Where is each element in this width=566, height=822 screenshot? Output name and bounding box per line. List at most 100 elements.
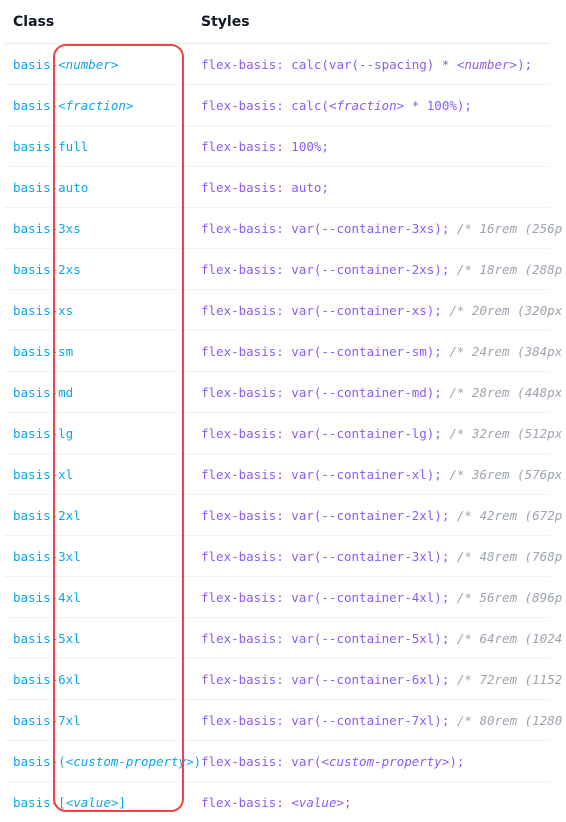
style-cell: flex-basis: var(--container-xs); /* 20re… [201,303,562,318]
class-prefix-text: basis- [13,97,59,113]
class-cell: basis-5xl [5,631,201,646]
class-prefix-text: basis-xl [13,466,74,482]
style-prefix-text: flex-basis: var(--container-4xl); [201,589,450,605]
class-prefix-text: basis- [13,56,59,72]
class-cell: basis-full [5,139,201,154]
style-suffix-text: ); [517,56,533,72]
class-prefix-text: basis-7xl [13,712,81,728]
class-prefix-text: basis-2xl [13,507,81,523]
style-prefix-text: flex-basis: var(--container-3xl); [201,548,450,564]
style-comment-text: /* 16rem (256p [449,220,563,236]
class-column-header: Class [13,13,55,30]
table-row: basis-3xl flex-basis: var(--container-3xl… [5,536,562,577]
style-comment-text: /* 56rem (896p [449,589,563,605]
style-comment-text: /* 64rem (1024 [449,630,563,646]
style-prefix-text: flex-basis: calc(var(--spacing) * [201,56,457,72]
style-arg-text: <number> [456,56,518,72]
table-row: basis-(<custom-property>)flex-basis: var… [5,741,550,782]
class-prefix-text: basis-xs [13,302,74,318]
class-arg-text: <number> [58,56,119,72]
class-suffix-text: ] [118,794,126,810]
style-comment-text: /* 72rem (1152 [449,671,563,687]
class-cell: basis-[<value>] [5,795,201,810]
class-cell: basis-7xl [5,713,201,728]
style-cell: flex-basis: var(--container-2xl); /* 42r… [201,508,562,523]
style-arg-text: <fraction> [328,97,405,113]
class-prefix-text: basis-4xl [13,589,81,605]
class-suffix-text: ) [193,753,202,769]
style-cell: flex-basis: var(--container-sm); /* 24re… [201,344,562,359]
class-cell: basis-2xl [5,508,201,523]
style-prefix-text: flex-basis: var(--container-md); [201,384,442,400]
style-comment-text: /* 36rem (576px [441,466,563,482]
style-cell: flex-basis: 100%; [201,139,550,154]
table-row: basis-4xl flex-basis: var(--container-4xl… [5,577,562,618]
table-row: basis-xs flex-basis: var(--container-xs);… [5,290,562,331]
class-prefix-text: basis-3xl [13,548,81,564]
class-prefix-text: basis-( [13,753,66,769]
style-suffix-text: * 100%); [404,97,472,113]
table-row: basis-7xl flex-basis: var(--container-7xl… [5,700,562,741]
style-prefix-text: flex-basis: var(--container-3xs); [201,220,450,236]
utility-table: Class Styles basis-<number>flex-basis: c… [5,0,562,822]
style-cell: flex-basis: var(--container-7xl); /* 80r… [201,713,562,728]
table-row: basis-3xs flex-basis: var(--container-3xs… [5,208,562,249]
class-prefix-text: basis-full [13,138,89,154]
class-cell: basis-3xs [5,221,201,236]
class-cell: basis-lg [5,426,201,441]
table-header: Class Styles [5,0,550,44]
style-comment-text: /* 80rem (1280 [449,712,563,728]
style-prefix-text: flex-basis: var(--container-2xs); [201,261,450,277]
style-prefix-text: flex-basis: var(--container-lg); [201,425,442,441]
class-arg-text: <value> [65,794,119,810]
class-prefix-text: basis-3xs [13,220,81,236]
class-cell: basis-4xl [5,590,201,605]
style-cell: flex-basis: <value>; [201,795,550,810]
style-prefix-text: flex-basis: 100%; [201,138,329,154]
class-cell: basis-3xl [5,549,201,564]
style-cell: flex-basis: var(<custom-property>); [201,754,550,769]
style-cell: flex-basis: calc(var(--spacing) * <numbe… [201,57,550,72]
style-prefix-text: flex-basis: calc( [201,97,329,113]
style-prefix-text: flex-basis: var(--container-2xl); [201,507,450,523]
style-cell: flex-basis: var(--container-6xl); /* 72r… [201,672,562,687]
class-cell: basis-(<custom-property>) [5,754,201,769]
style-cell: flex-basis: var(--container-2xs); /* 18r… [201,262,562,277]
style-prefix-text: flex-basis: [201,794,292,810]
class-cell: basis-auto [5,180,201,195]
table-row: basis-<number>flex-basis: calc(var(--spa… [5,44,550,85]
style-prefix-text: flex-basis: var( [201,753,322,769]
style-prefix-text: flex-basis: var(--container-6xl); [201,671,450,687]
table-row: basis-[<value>]flex-basis: <value>; [5,782,550,822]
style-comment-text: /* 20rem (320px [441,302,563,318]
class-prefix-text: basis-[ [13,794,66,810]
style-cell: flex-basis: var(--container-3xs); /* 16r… [201,221,562,236]
table-row: basis-2xs flex-basis: var(--container-2xs… [5,249,562,290]
class-prefix-text: basis-md [13,384,74,400]
class-arg-text: <fraction> [58,97,134,113]
style-arg-text: <value> [291,794,344,810]
class-prefix-text: basis-auto [13,179,89,195]
style-prefix-text: flex-basis: var(--container-xl); [201,466,442,482]
table-body: basis-<number>flex-basis: calc(var(--spa… [5,44,562,822]
table-row: basis-md flex-basis: var(--container-md);… [5,372,562,413]
style-cell: flex-basis: calc(<fraction> * 100%); [201,98,550,113]
style-suffix-text: ; [344,794,352,810]
style-suffix-text: ); [449,753,465,769]
style-prefix-text: flex-basis: var(--container-7xl); [201,712,450,728]
class-cell: basis-sm [5,344,201,359]
style-cell: flex-basis: var(--container-4xl); /* 56r… [201,590,562,605]
style-cell: flex-basis: var(--container-3xl); /* 48r… [201,549,562,564]
class-cell: basis-<fraction> [5,98,201,113]
styles-column-header: Styles [201,13,250,30]
class-cell: basis-xl [5,467,201,482]
table-row: basis-2xl flex-basis: var(--container-2xl… [5,495,562,536]
style-cell: flex-basis: var(--container-md); /* 28re… [201,385,562,400]
class-prefix-text: basis-2xs [13,261,81,277]
class-cell: basis-2xs [5,262,201,277]
style-comment-text: /* 32rem (512px [441,425,563,441]
class-prefix-text: basis-sm [13,343,74,359]
